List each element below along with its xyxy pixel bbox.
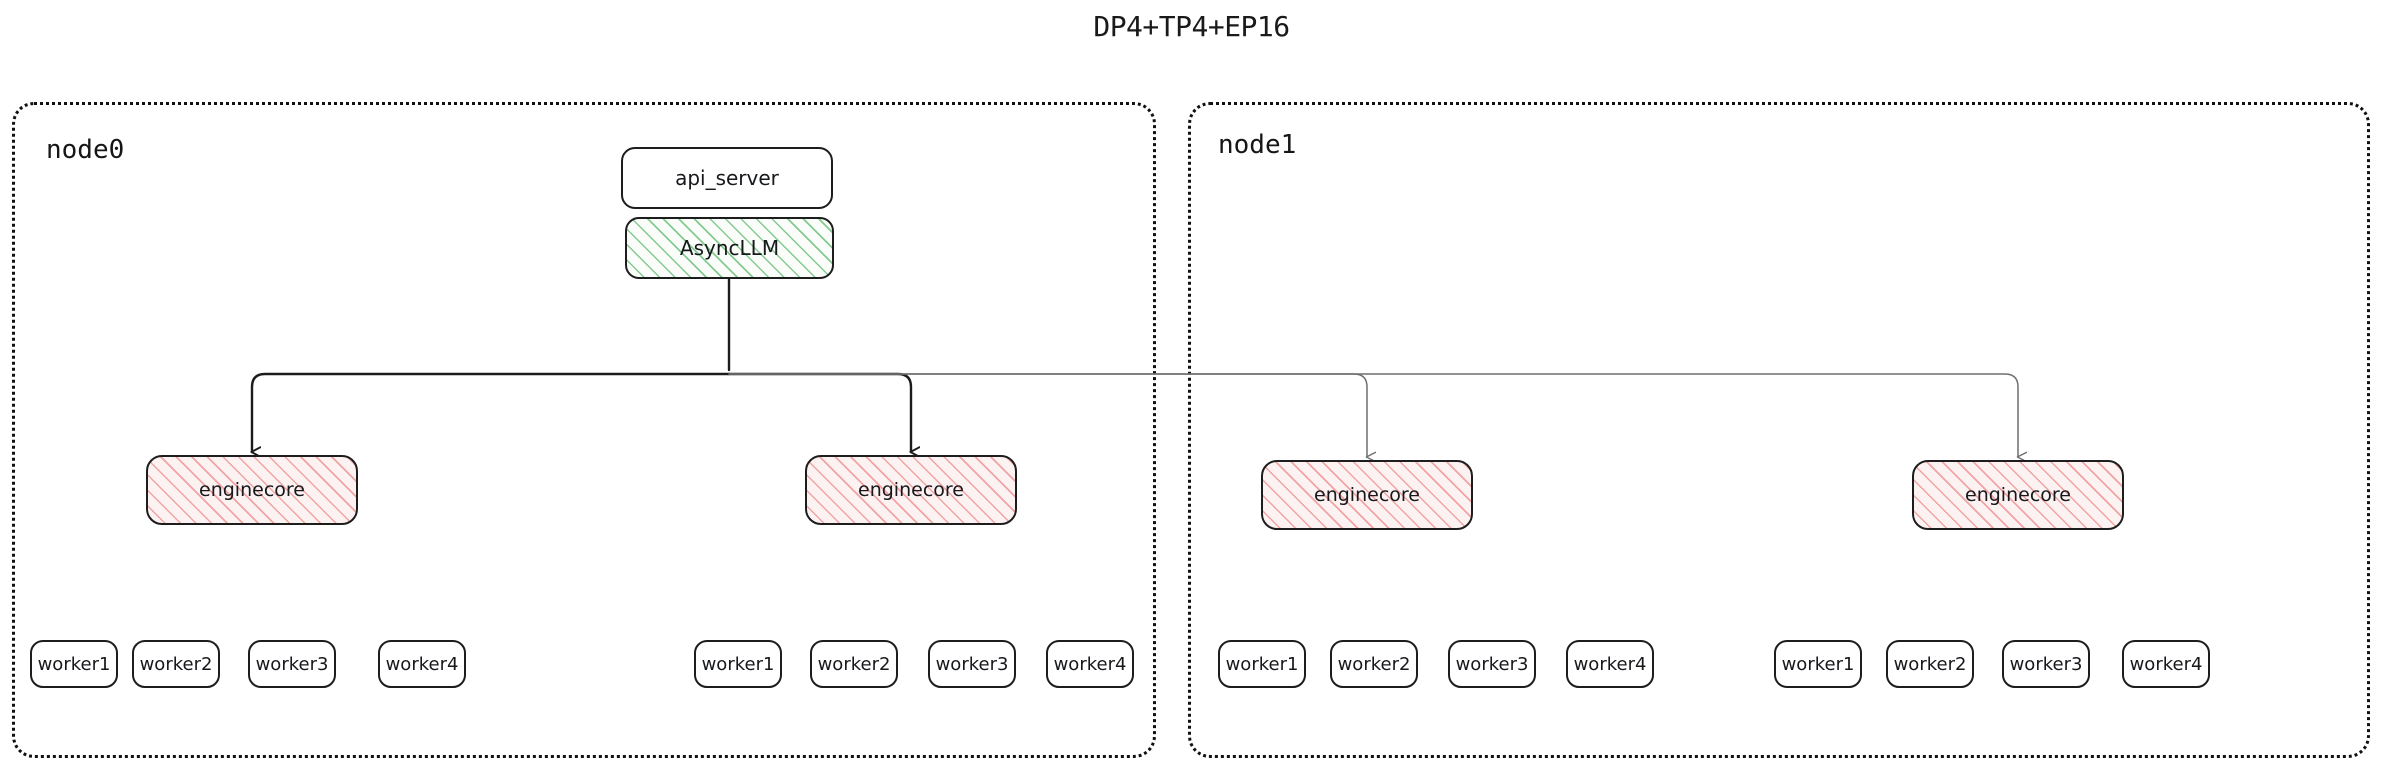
worker-label: worker1 (37, 653, 111, 675)
enginecore-label: enginecore (1314, 484, 1420, 506)
worker-label: worker4 (2129, 653, 2203, 675)
enginecore-label: enginecore (858, 479, 964, 501)
worker-label: worker3 (2009, 653, 2083, 675)
worker-label: worker1 (1225, 653, 1299, 675)
api-server-label: api_server (675, 166, 779, 190)
enginecore-label: enginecore (199, 479, 305, 501)
worker-label: worker2 (139, 653, 213, 675)
worker-box-0-1[interactable]: worker2 (132, 640, 220, 688)
enginecore-box-3[interactable]: enginecore (1912, 460, 2124, 530)
enginecore-label: enginecore (1965, 484, 2071, 506)
worker-label: worker3 (935, 653, 1009, 675)
page-title: DP4+TP4+EP16 (1093, 10, 1290, 43)
node-label-node0: node0 (46, 135, 125, 165)
worker-label: worker1 (701, 653, 775, 675)
async-llm-label: AsyncLLM (679, 236, 780, 260)
worker-label: worker4 (385, 653, 459, 675)
worker-box-1-0[interactable]: worker1 (694, 640, 782, 688)
worker-label: worker3 (255, 653, 329, 675)
worker-box-0-2[interactable]: worker3 (248, 640, 336, 688)
worker-box-1-1[interactable]: worker2 (810, 640, 898, 688)
worker-label: worker2 (1893, 653, 1967, 675)
worker-label: worker4 (1573, 653, 1647, 675)
enginecore-box-0[interactable]: enginecore (146, 455, 358, 525)
worker-label: worker4 (1053, 653, 1127, 675)
node-label-node1: node1 (1218, 130, 1297, 160)
worker-box-3-3[interactable]: worker4 (2122, 640, 2210, 688)
worker-box-2-1[interactable]: worker2 (1330, 640, 1418, 688)
async-llm-box[interactable]: AsyncLLM (625, 217, 834, 279)
api-server-box[interactable]: api_server (621, 147, 833, 209)
worker-box-1-2[interactable]: worker3 (928, 640, 1016, 688)
worker-box-2-3[interactable]: worker4 (1566, 640, 1654, 688)
worker-label: worker2 (1337, 653, 1411, 675)
worker-label: worker1 (1781, 653, 1855, 675)
worker-box-3-1[interactable]: worker2 (1886, 640, 1974, 688)
enginecore-box-1[interactable]: enginecore (805, 455, 1017, 525)
worker-box-0-3[interactable]: worker4 (378, 640, 466, 688)
worker-box-2-2[interactable]: worker3 (1448, 640, 1536, 688)
worker-box-3-2[interactable]: worker3 (2002, 640, 2090, 688)
worker-box-1-3[interactable]: worker4 (1046, 640, 1134, 688)
enginecore-box-2[interactable]: enginecore (1261, 460, 1473, 530)
worker-box-2-0[interactable]: worker1 (1218, 640, 1306, 688)
worker-box-0-0[interactable]: worker1 (30, 640, 118, 688)
worker-label: worker2 (817, 653, 891, 675)
worker-box-3-0[interactable]: worker1 (1774, 640, 1862, 688)
worker-label: worker3 (1455, 653, 1529, 675)
